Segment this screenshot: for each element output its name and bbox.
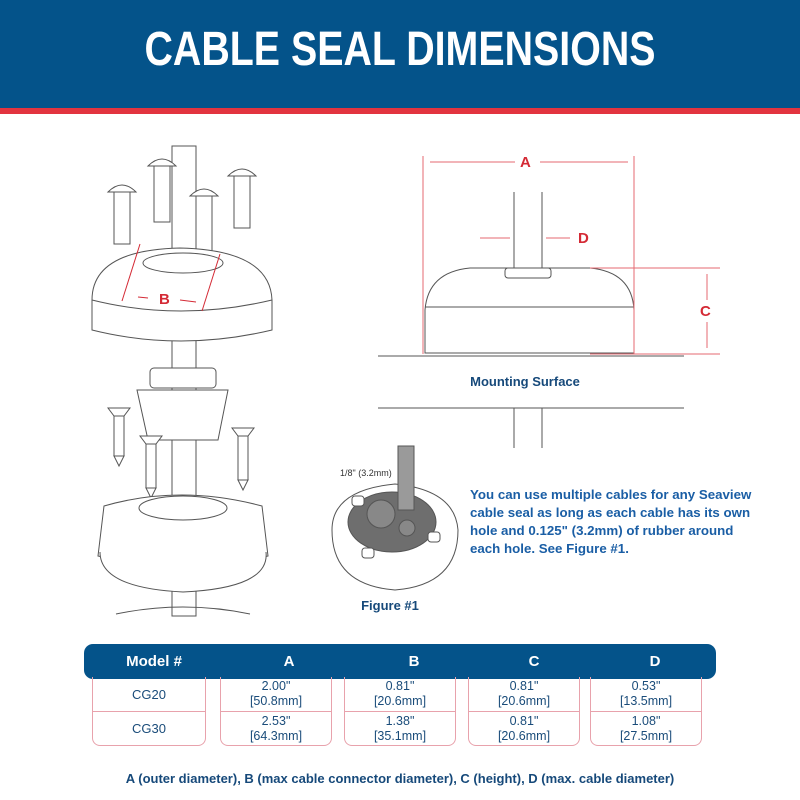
- wood-screw-icon: [107, 407, 255, 500]
- mounting-surface-label: Mounting Surface: [470, 374, 580, 389]
- grommet-icon: [136, 389, 229, 441]
- table-cell: 1.08"[27.5mm]: [591, 711, 701, 745]
- header-stripe: [0, 108, 800, 114]
- page-title: CABLE SEAL DIMENSIONS: [144, 23, 656, 76]
- column-c: 0.81"[20.6mm] 0.81"[20.6mm]: [468, 677, 580, 746]
- table-cell: CG30: [93, 711, 205, 745]
- figure1-illustration: [331, 445, 459, 591]
- table-cell: 0.53"[13.5mm]: [619, 679, 673, 708]
- table-body: CG20 CG30 2.00"[50.8mm] 2.53"[64.3mm] 0.…: [84, 677, 716, 746]
- table-cell: 0.81"[20.6mm]: [469, 711, 579, 745]
- table-cell: 2.00"[50.8mm]: [249, 679, 303, 708]
- dimension-label-c: C: [700, 303, 711, 320]
- dimension-label-d: D: [578, 230, 589, 247]
- header-c: C: [528, 653, 540, 670]
- multiple-cables-note: You can use multiple cables for any Seav…: [470, 487, 752, 556]
- dimension-label-b: B: [159, 291, 170, 308]
- table-cell: 0.81"[20.6mm]: [497, 679, 551, 708]
- dimension-label-a: A: [520, 154, 531, 171]
- dimension-lines: [422, 156, 720, 355]
- exploded-diagram: [91, 145, 720, 617]
- header-banner: [0, 0, 800, 108]
- header-b: B: [408, 653, 420, 670]
- header-a: A: [283, 653, 295, 670]
- dimension-legend: A (outer diameter), B (max cable connect…: [125, 771, 675, 786]
- table-cell: CG20: [132, 686, 166, 702]
- column-d: 0.53"[13.5mm] 1.08"[27.5mm]: [590, 677, 702, 746]
- table-cell: 0.81"[20.6mm]: [373, 679, 427, 708]
- table-header: Model # A B C D: [84, 644, 716, 679]
- header-model: Model #: [126, 653, 182, 670]
- table-cell: 1.38"[35.1mm]: [345, 711, 455, 745]
- button-head-screw-icon: [106, 158, 258, 253]
- seal-side-view-icon: [424, 267, 635, 354]
- figure1-spacing-label: 1/8" (3.2mm): [340, 468, 392, 478]
- column-model: CG20 CG30: [92, 677, 206, 746]
- figure1-caption: Figure #1: [361, 598, 419, 613]
- seal-housing-icon: [91, 247, 273, 342]
- header-d: D: [649, 653, 661, 670]
- dimensions-table: Model # A B C D CG20 CG30 2.00"[50.8mm] …: [84, 644, 716, 746]
- column-a: 2.00"[50.8mm] 2.53"[64.3mm]: [220, 677, 332, 746]
- column-b: 0.81"[20.6mm] 1.38"[35.1mm]: [344, 677, 456, 746]
- table-cell: 2.53"[64.3mm]: [221, 711, 331, 745]
